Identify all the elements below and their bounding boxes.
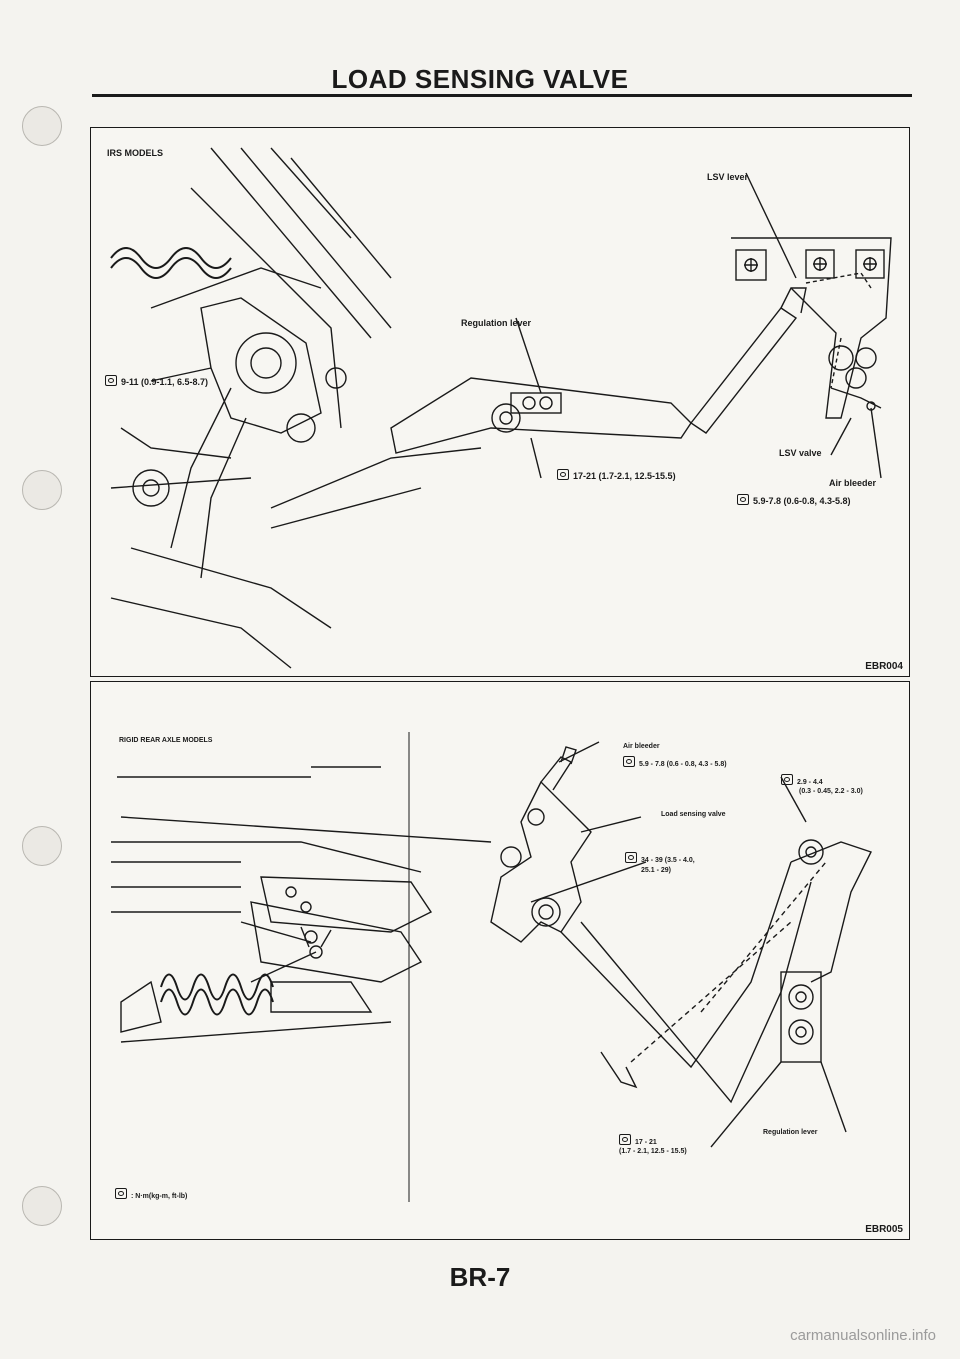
torque-valve-value-1: 34 - 39 (3.5 - 4.0, bbox=[641, 857, 695, 864]
torque-wrench-icon bbox=[781, 774, 793, 785]
callout-air-bleeder: Air bleeder bbox=[829, 478, 877, 488]
binder-hole bbox=[22, 470, 62, 510]
torque-wrench-icon bbox=[105, 375, 117, 386]
callout-torque-valve: 34 - 39 (3.5 - 4.0, bbox=[625, 852, 695, 864]
torque-2-value: 17-21 (1.7-2.1, 12.5-15.5) bbox=[573, 471, 676, 481]
callout-torque-air-bleeder: 5.9 - 7.8 (0.6 - 0.8, 4.3 - 5.8) bbox=[623, 756, 727, 768]
figure-panel-rigid: RIGID REAR AXLE MODELS Air bleeder 5.9 -… bbox=[90, 681, 910, 1240]
callout-torque-3: 5.9-7.8 (0.6-0.8, 4.3-5.8) bbox=[737, 494, 851, 506]
callout-torque-regulation-2: (1.7 - 2.1, 12.5 - 15.5) bbox=[619, 1148, 687, 1155]
figure-panel-irs: IRS MODELS LSV lever Regulation lever 9-… bbox=[90, 127, 910, 677]
torque-wrench-icon bbox=[115, 1188, 127, 1199]
callout-torque-valve-2: 25.1 - 29) bbox=[641, 867, 671, 874]
callout-torque-1: 9-11 (0.9-1.1, 6.5-8.7) bbox=[105, 375, 208, 387]
callout-lsv-valve: LSV valve bbox=[779, 448, 822, 458]
page-number: BR-7 bbox=[449, 1262, 511, 1292]
callout-regulation-lever: Regulation lever bbox=[763, 1129, 818, 1136]
torque-wrench-icon bbox=[737, 494, 749, 505]
callout-torque-regulation: 17 - 21 bbox=[619, 1134, 657, 1146]
irs-illustration bbox=[110, 147, 892, 669]
rigid-axle-illustration bbox=[111, 732, 872, 1202]
torque-legend-text: : N·m(kg-m, ft-lb) bbox=[131, 1193, 188, 1200]
torque-1-value: 9-11 (0.9-1.1, 6.5-8.7) bbox=[121, 377, 209, 387]
title-divider bbox=[92, 94, 912, 97]
torque-legend: : N·m(kg-m, ft-lb) bbox=[115, 1188, 187, 1200]
callout-regulation-lever: Regulation lever bbox=[461, 318, 532, 328]
binder-hole bbox=[22, 826, 62, 866]
callout-air-bleeder: Air bleeder bbox=[623, 743, 660, 750]
binder-hole bbox=[22, 106, 62, 146]
torque-reg-value-1: 17 - 21 bbox=[635, 1139, 657, 1146]
callout-torque-top-right: 2.9 - 4.4 bbox=[781, 774, 823, 786]
binder-hole bbox=[22, 1186, 62, 1226]
page-title: LOAD SENSING VALVE bbox=[331, 64, 629, 94]
torque-3-value: 5.9-7.8 (0.6-0.8, 4.3-5.8) bbox=[753, 496, 851, 506]
torque-wrench-icon bbox=[557, 469, 569, 480]
torque-wrench-icon bbox=[623, 756, 635, 767]
callout-load-sensing-valve: Load sensing valve bbox=[661, 811, 726, 818]
model-label-irs: IRS MODELS bbox=[107, 148, 164, 158]
callout-torque-top-right-2: (0.3 - 0.45, 2.2 - 3.0) bbox=[799, 788, 863, 795]
figure-code: EBR004 bbox=[865, 661, 903, 672]
model-label-rigid: RIGID REAR AXLE MODELS bbox=[119, 737, 213, 744]
torque-wrench-icon bbox=[625, 852, 637, 863]
torque-top-right-value-1: 2.9 - 4.4 bbox=[797, 779, 823, 786]
callout-lsv-lever: LSV lever bbox=[707, 172, 749, 182]
torque-air-bleeder-value: 5.9 - 7.8 (0.6 - 0.8, 4.3 - 5.8) bbox=[639, 761, 727, 768]
torque-wrench-icon bbox=[619, 1134, 631, 1145]
callout-torque-2: 17-21 (1.7-2.1, 12.5-15.5) bbox=[557, 469, 676, 481]
watermark: carmanualsonline.info bbox=[790, 1327, 936, 1344]
figure-code: EBR005 bbox=[865, 1224, 903, 1235]
